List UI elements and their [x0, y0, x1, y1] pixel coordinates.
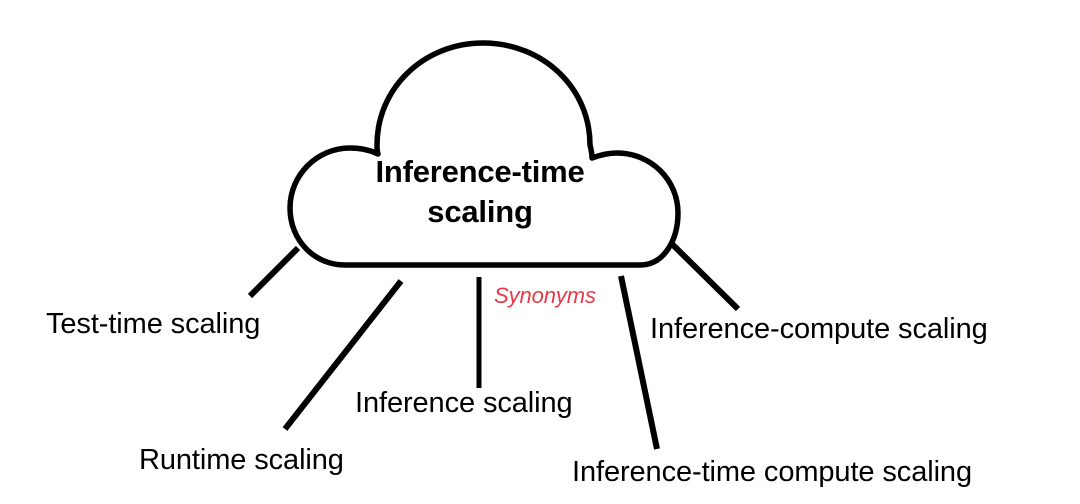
synonym-label-inference-compute: Inference-compute scaling: [650, 313, 988, 345]
connector-inference-compute: [668, 240, 741, 312]
cloud-shape: [287, 40, 681, 268]
synonym-label-runtime: Runtime scaling: [139, 444, 344, 476]
synonym-label-inference: Inference scaling: [355, 387, 573, 419]
connector-inference-time-compute: [618, 275, 660, 450]
synonym-label-test-time: Test-time scaling: [46, 308, 261, 340]
synonym-label-inference-time-compute: Inference-time compute scaling: [572, 456, 972, 488]
cloud-title-line-2: scaling: [427, 194, 533, 229]
synonyms-annotation-label: Synonyms: [494, 283, 596, 308]
connector-runtime: [282, 279, 404, 431]
cloud-title-line-1: Inference-time: [375, 154, 585, 189]
connector-test-time: [247, 245, 301, 299]
cloud-title: Inference-time scaling: [310, 152, 650, 232]
